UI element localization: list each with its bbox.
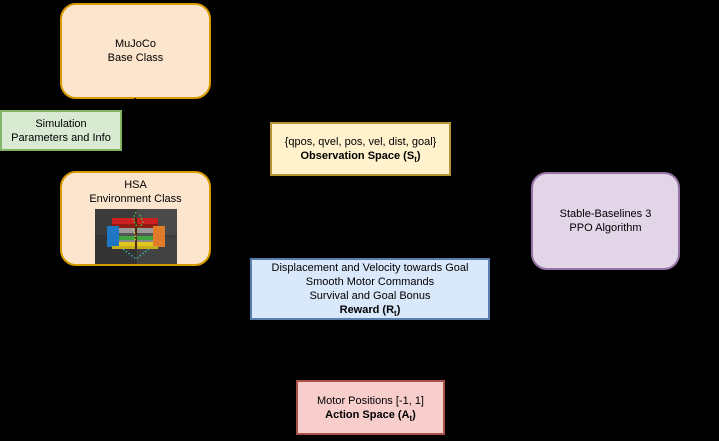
sb3-label-line1: Stable-Baselines 3 [559, 208, 652, 220]
hsa-label-line1: HSA [124, 179, 147, 191]
sim-info-label-line1: Simulation [35, 117, 87, 130]
sim-info-label-line2: Parameters and Info [11, 131, 111, 144]
node-stable-baselines3-ppo: Stable-Baselines 3 PPO Algorithm [531, 172, 680, 270]
node-hsa-environment-class: HSA Environment Class [60, 171, 211, 266]
node-reward: Displacement and Velocity towards Goal S… [250, 258, 490, 320]
reward-term-line1: Displacement and Velocity towards Goal [271, 262, 469, 274]
observation-space-label: Observation Space (St) [300, 150, 421, 165]
node-mujoco-base-class: MuJoCo Base Class [60, 3, 211, 99]
connector-hsa-to-observation [212, 144, 267, 211]
sb3-label-line2: PPO Algorithm [569, 222, 642, 234]
node-action-space: Motor Positions [-1, 1] Action Space (At… [296, 380, 445, 435]
mujoco-label-line1: MuJoCo [115, 38, 156, 50]
robot-blocks [106, 218, 165, 249]
mujoco-robot-simulation-render [94, 209, 177, 264]
node-simulation-parameters-info: Simulation Parameters and Info [0, 110, 122, 151]
node-observation-space: {qpos, qvel, pos, vel, dist, goal} Obser… [270, 122, 451, 176]
connector-reward-to-sb3 [491, 245, 528, 290]
force-markers [122, 211, 149, 260]
observation-contents-label: {qpos, qvel, pos, vel, dist, goal} [284, 136, 437, 148]
hsa-label-line2: Environment Class [89, 193, 182, 205]
connector-observation-to-sb3 [452, 148, 528, 226]
action-contents-label: Motor Positions [-1, 1] [317, 394, 424, 407]
reward-label: Reward (Rt) [339, 304, 401, 319]
reward-term-line3: Survival and Goal Bonus [309, 290, 431, 302]
mujoco-label-line2: Base Class [107, 52, 164, 64]
reward-term-line2: Smooth Motor Commands [305, 276, 435, 288]
action-space-label: Action Space (At) [325, 408, 416, 423]
